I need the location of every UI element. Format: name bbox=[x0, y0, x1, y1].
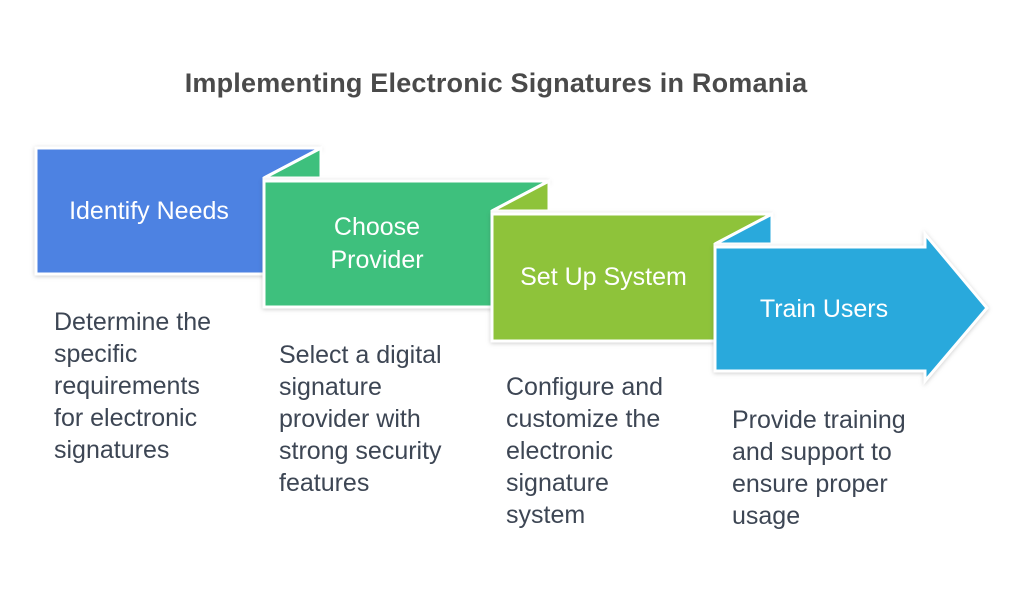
description-line: usage bbox=[732, 502, 801, 530]
description-line: customize the bbox=[506, 405, 661, 433]
description-line: provider with bbox=[279, 405, 421, 433]
step-3-label-box: Set Up System bbox=[492, 214, 715, 341]
step-4-label-box: Train Users bbox=[715, 247, 933, 371]
step-1-label: Identify Needs bbox=[69, 196, 229, 225]
step-2-fold-triangle bbox=[263, 145, 323, 180]
step-2-label: Choose Provider bbox=[330, 213, 424, 274]
description-line: requirements bbox=[54, 372, 200, 400]
step-3-fold-triangle bbox=[491, 178, 551, 213]
description-line: Configure and bbox=[506, 373, 664, 401]
description-line: Provide training bbox=[732, 406, 906, 434]
description-line: signature bbox=[279, 373, 382, 401]
description-line: Determine the bbox=[54, 308, 212, 336]
step-4-fold-triangle bbox=[714, 211, 774, 246]
description-line: features bbox=[279, 469, 370, 497]
description-line: ensure proper bbox=[732, 470, 888, 498]
step-3-label: Set Up System bbox=[520, 263, 687, 291]
description-line: strong security bbox=[279, 437, 442, 465]
description-line: system bbox=[506, 501, 586, 529]
step-1-description: Determine the specific requirements for … bbox=[54, 306, 211, 466]
step-3-description: Configure and customize the electronic s… bbox=[506, 371, 663, 531]
step-1-label-box: Identify Needs bbox=[36, 148, 262, 274]
step-4-label: Train Users bbox=[759, 294, 889, 323]
description-line: for electronic bbox=[54, 404, 198, 432]
step-4-description: Provide training and support to ensure p… bbox=[732, 404, 906, 532]
description-line: specific bbox=[54, 340, 138, 368]
description-line: Select a digital bbox=[279, 341, 442, 369]
step-4-arrow-shape bbox=[713, 229, 989, 386]
step-2-description: Select a digital signature provider with… bbox=[279, 339, 442, 499]
page-title: Implementing Electronic Signatures in Ro… bbox=[184, 68, 808, 98]
step-2-label-box: Choose Provider bbox=[264, 181, 490, 307]
description-line: signature bbox=[506, 469, 609, 497]
description-line: electronic bbox=[506, 437, 613, 465]
description-line: signatures bbox=[54, 436, 170, 464]
description-line: and support to bbox=[732, 438, 892, 466]
